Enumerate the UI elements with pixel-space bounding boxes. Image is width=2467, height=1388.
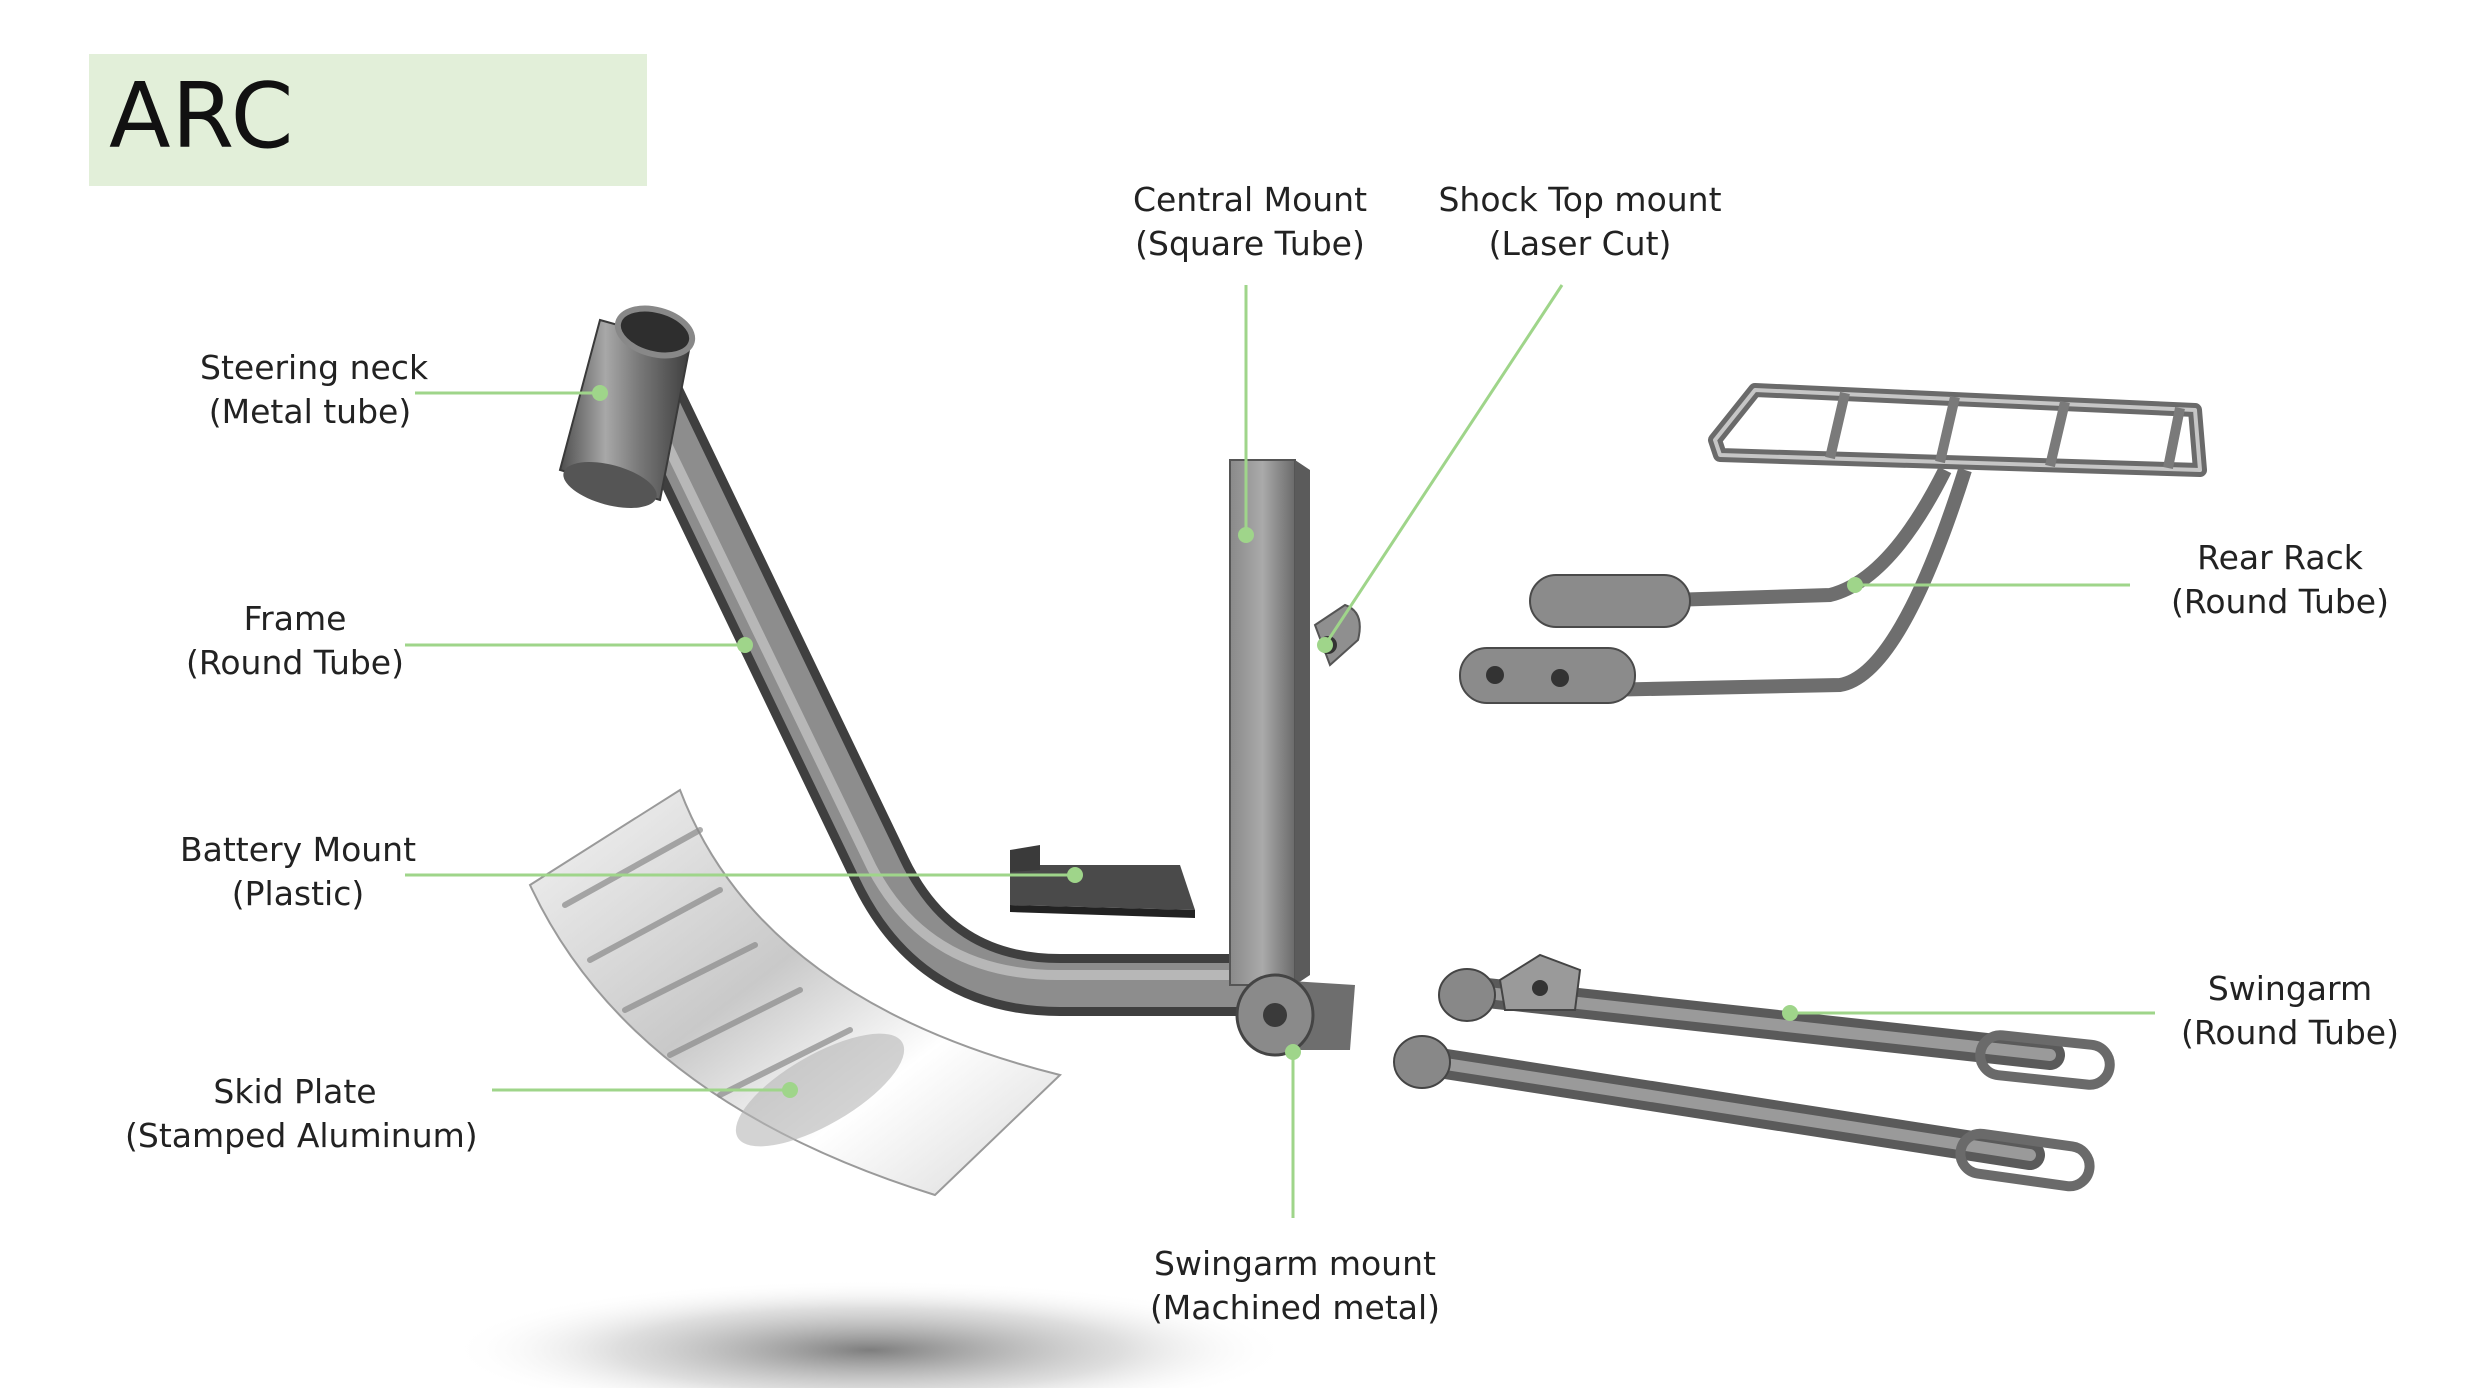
swingarm-part (1393, 953, 2115, 1192)
label-frame-name: Frame (243, 599, 347, 638)
label-shock-top-mount: Shock Top mount (Laser Cut) (1430, 178, 1730, 266)
label-central-mount-material: (Square Tube) (1135, 224, 1365, 263)
label-swingarm: Swingarm (Round Tube) (2160, 967, 2420, 1055)
label-skid-plate-name: Skid Plate (213, 1072, 377, 1111)
label-skid-plate-material: (Stamped Aluminum) (125, 1116, 478, 1155)
label-rear-rack-material: (Round Tube) (2171, 582, 2389, 621)
label-skid-plate: Skid Plate (Stamped Aluminum) (125, 1070, 478, 1158)
label-battery-mount: Battery Mount (Plastic) (168, 828, 428, 916)
leader-dot-swingarm (1782, 1005, 1798, 1021)
leader-dot-rear-rack (1847, 577, 1863, 593)
label-steering-neck-material: (Metal tube) (208, 392, 412, 431)
battery-mount-part (1010, 845, 1195, 918)
label-swingarm-mount-material: (Machined metal) (1149, 1288, 1441, 1327)
label-steering-neck-name: Steering neck (200, 348, 429, 387)
leader-dot-shock-top-mount (1317, 637, 1333, 653)
label-swingarm-mount-name: Swingarm mount (1154, 1244, 1436, 1283)
label-shock-top-mount-name: Shock Top mount (1438, 180, 1722, 219)
swingarm-mount-part (1235, 973, 1355, 1057)
leader-dot-swingarm-mount (1285, 1044, 1301, 1060)
leader-dot-steering-neck (592, 385, 608, 401)
label-swingarm-mount: Swingarm mount (Machined metal) (1135, 1242, 1455, 1330)
label-central-mount: Central Mount (Square Tube) (1120, 178, 1380, 266)
label-swingarm-name: Swingarm (2207, 969, 2373, 1008)
label-battery-mount-name: Battery Mount (179, 830, 417, 869)
leader-lines (405, 284, 2155, 1218)
leader-line-shock-top-mount (1323, 284, 1564, 646)
shock-top-mount-part (1313, 603, 1361, 667)
rear-rack-part (1459, 383, 2207, 704)
label-frame: Frame (Round Tube) (180, 597, 410, 685)
label-frame-material: (Round Tube) (186, 643, 404, 682)
leader-dot-battery-mount (1067, 867, 1083, 883)
leader-dot-central-mount (1238, 527, 1254, 543)
label-rear-rack-name: Rear Rack (2197, 538, 2363, 577)
skid-plate-part (528, 788, 1062, 1197)
floor-shadow (450, 1280, 1290, 1388)
leader-dot-skid-plate (782, 1082, 798, 1098)
label-steering-neck: Steering neck (Metal tube) (200, 346, 429, 434)
frame-part (612, 356, 1275, 1016)
page-title: ARC (109, 64, 295, 169)
label-swingarm-material: (Round Tube) (2181, 1013, 2399, 1052)
label-central-mount-name: Central Mount (1132, 180, 1368, 219)
steering-neck-part (558, 305, 696, 508)
label-shock-top-mount-material: (Laser Cut) (1488, 224, 1672, 263)
label-battery-mount-material: (Plastic) (231, 874, 365, 913)
title-box: ARC (89, 54, 647, 186)
leader-dot-frame (737, 637, 753, 653)
label-rear-rack: Rear Rack (Round Tube) (2150, 536, 2410, 624)
